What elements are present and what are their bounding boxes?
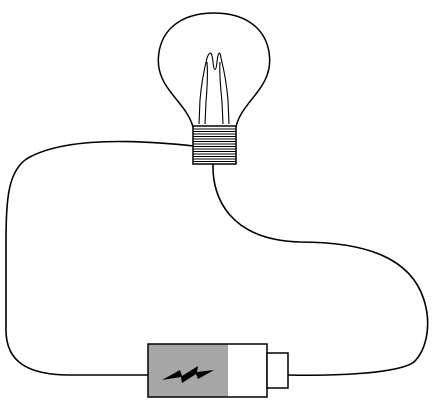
battery-empty <box>228 344 267 397</box>
battery-charge <box>148 344 228 397</box>
bulb-glass <box>157 12 271 128</box>
battery-terminal <box>266 352 289 389</box>
left-wire <box>5 140 195 376</box>
bulb-base <box>192 125 237 165</box>
filament <box>198 52 230 125</box>
battery <box>147 343 289 398</box>
right-wire <box>212 163 429 377</box>
lightning-bolt-icon <box>162 366 214 383</box>
